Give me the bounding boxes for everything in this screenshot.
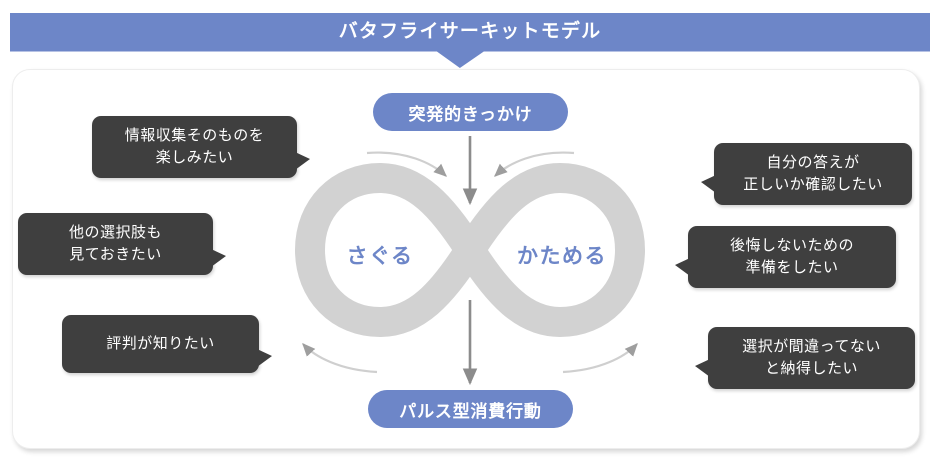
speech-bubble-right-1[interactable]: 自分の答えが 正しいか確認したい <box>701 143 912 205</box>
speech-bubble-right-2[interactable]: 後悔しないための 準備をしたい <box>675 226 896 288</box>
page-title: バタフライサーキットモデル <box>338 21 602 42</box>
speech-bubble-right-1-text: 自分の答えが 正しいか確認したい <box>743 154 883 193</box>
loop-label-left: さぐる <box>346 245 414 268</box>
badge-pulse-behavior-label: パルス型消費行動 <box>399 401 542 421</box>
loop-label-right: かためる <box>517 245 607 268</box>
speech-bubble-right-3-text: 選択が間違ってない と納得したい <box>742 338 881 377</box>
badge-trigger[interactable]: 突発的きっかけ <box>373 93 568 131</box>
speech-bubble-right-3[interactable]: 選択が間違ってない と納得したい <box>695 327 915 389</box>
infinity-loop-icon <box>294 162 646 338</box>
speech-bubble-left-1-text: 情報収集そのものを 楽しみたい <box>124 127 265 166</box>
speech-bubble-right-2-text: 後悔しないための 準備をしたい <box>729 237 854 276</box>
speech-bubble-left-2-text: 他の選択肢も 見ておきたい <box>68 224 162 263</box>
speech-bubble-left-2[interactable]: 他の選択肢も 見ておきたい <box>18 213 226 275</box>
speech-bubble-left-1[interactable]: 情報収集そのものを 楽しみたい <box>92 116 310 178</box>
badge-pulse-behavior[interactable]: パルス型消費行動 <box>368 390 573 428</box>
speech-bubble-left-3[interactable]: 評判が知りたい <box>62 315 272 373</box>
speech-bubble-left-3-text: 評判が知りたい <box>106 335 215 353</box>
badge-trigger-label: 突発的きっかけ <box>408 104 533 124</box>
